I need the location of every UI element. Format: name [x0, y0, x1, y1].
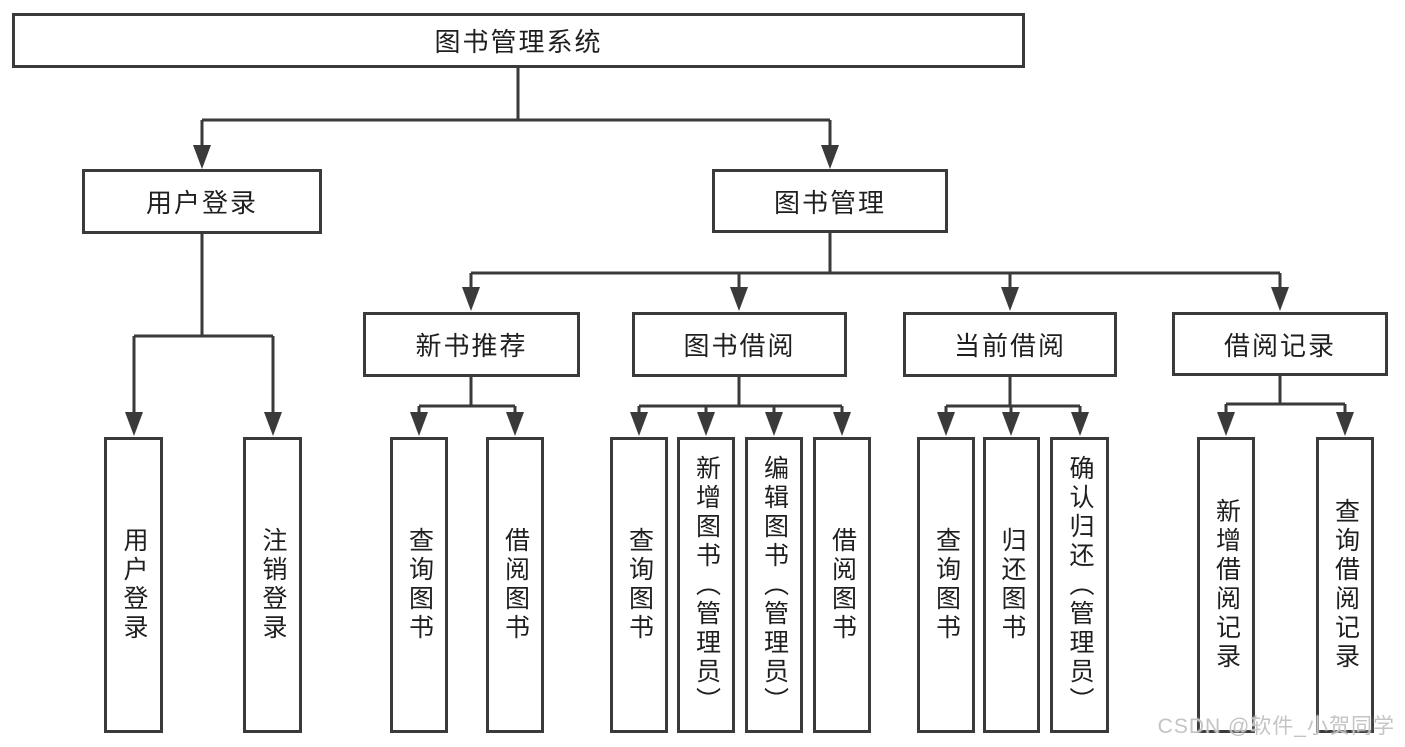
leaf-cb-confirm-return-admin-label: 确认归还（管理员）	[1066, 454, 1094, 716]
csdn-watermark: CSDN @软件_小贺同学	[1157, 715, 1395, 738]
leaf-bb-add-books-admin: 新增图书（管理员）	[677, 437, 735, 733]
connector-line	[417, 377, 517, 415]
leaf-br-add-record-label: 新增借阅记录	[1212, 498, 1241, 672]
connector-line	[200, 68, 832, 148]
leaf-bb-borrow-books: 借阅图书	[813, 437, 871, 733]
arrow-head	[937, 412, 955, 436]
arrow-head	[1336, 412, 1354, 436]
node-book-management: 图书管理	[712, 169, 948, 233]
connector-new-books-children	[410, 377, 524, 436]
arrow-head	[264, 412, 282, 436]
leaf-br-query-record: 查询借阅记录	[1316, 437, 1374, 733]
leaf-nb-query-books: 查询图书	[390, 437, 448, 733]
node-user-login: 用户登录	[82, 169, 322, 234]
leaf-bb-query-books-label: 查询图书	[625, 527, 654, 643]
connector-line	[132, 234, 275, 415]
leaf-bb-borrow-books-label: 借阅图书	[828, 527, 857, 643]
connector-root-to-level2	[193, 68, 839, 169]
connector-line	[637, 377, 844, 415]
arrow-head	[630, 412, 648, 436]
leaf-cb-return-books: 归还图书	[983, 437, 1040, 733]
leaf-nb-query-books-label: 查询图书	[405, 527, 434, 643]
leaf-nb-borrow-books: 借阅图书	[486, 437, 544, 733]
arrow-head	[821, 145, 839, 169]
leaf-logout-login-label: 注销登录	[259, 527, 287, 643]
node-current-borrow: 当前借阅	[903, 312, 1117, 377]
connector-user-login-children	[125, 234, 282, 436]
arrow-head	[697, 412, 715, 436]
leaf-bb-edit-books-admin: 编辑图书（管理员）	[745, 437, 803, 733]
arrow-head	[1071, 412, 1089, 436]
arrow-head	[410, 412, 428, 436]
arrow-head	[125, 412, 143, 436]
leaf-cb-confirm-return-admin: 确认归还（管理员）	[1050, 437, 1109, 733]
connector-current-borrow-children	[937, 377, 1089, 436]
leaf-user-login-label: 用户登录	[120, 527, 148, 643]
node-new-book-recommend: 新书推荐	[363, 312, 580, 377]
leaf-logout-login: 注销登录	[243, 437, 302, 733]
arrow-head	[462, 287, 480, 311]
leaf-cb-query-books-label: 查询图书	[932, 527, 961, 643]
arrow-head	[833, 412, 851, 436]
leaf-bb-add-books-admin-label: 新增图书（管理员）	[692, 454, 721, 716]
arrow-head	[1002, 412, 1020, 436]
leaf-cb-query-books: 查询图书	[917, 437, 975, 733]
node-library-system: 图书管理系统	[12, 13, 1025, 68]
connector-line	[944, 377, 1082, 415]
leaf-bb-edit-books-admin-label: 编辑图书（管理员）	[760, 454, 789, 716]
arrow-head	[1217, 412, 1235, 436]
connector-line	[469, 233, 1282, 290]
leaf-nb-borrow-books-label: 借阅图书	[501, 527, 530, 643]
connector-book-borrow-children	[630, 377, 851, 436]
connector-line	[1224, 376, 1347, 415]
connector-book-mgmt-children	[462, 233, 1289, 311]
node-book-borrow: 图书借阅	[632, 312, 847, 377]
leaf-bb-query-books: 查询图书	[610, 437, 668, 733]
leaf-br-query-record-label: 查询借阅记录	[1331, 498, 1360, 672]
arrow-head	[193, 145, 211, 169]
arrow-head	[1271, 287, 1289, 311]
leaf-cb-return-books-label: 归还图书	[998, 527, 1026, 643]
leaf-br-add-record: 新增借阅记录	[1197, 437, 1255, 733]
connector-borrow-records-children	[1217, 376, 1354, 436]
arrow-head	[506, 412, 524, 436]
arrow-head	[765, 412, 783, 436]
arrow-head	[730, 287, 748, 311]
node-borrow-records: 借阅记录	[1172, 312, 1388, 376]
leaf-user-login: 用户登录	[104, 437, 163, 733]
arrow-head	[1001, 287, 1019, 311]
